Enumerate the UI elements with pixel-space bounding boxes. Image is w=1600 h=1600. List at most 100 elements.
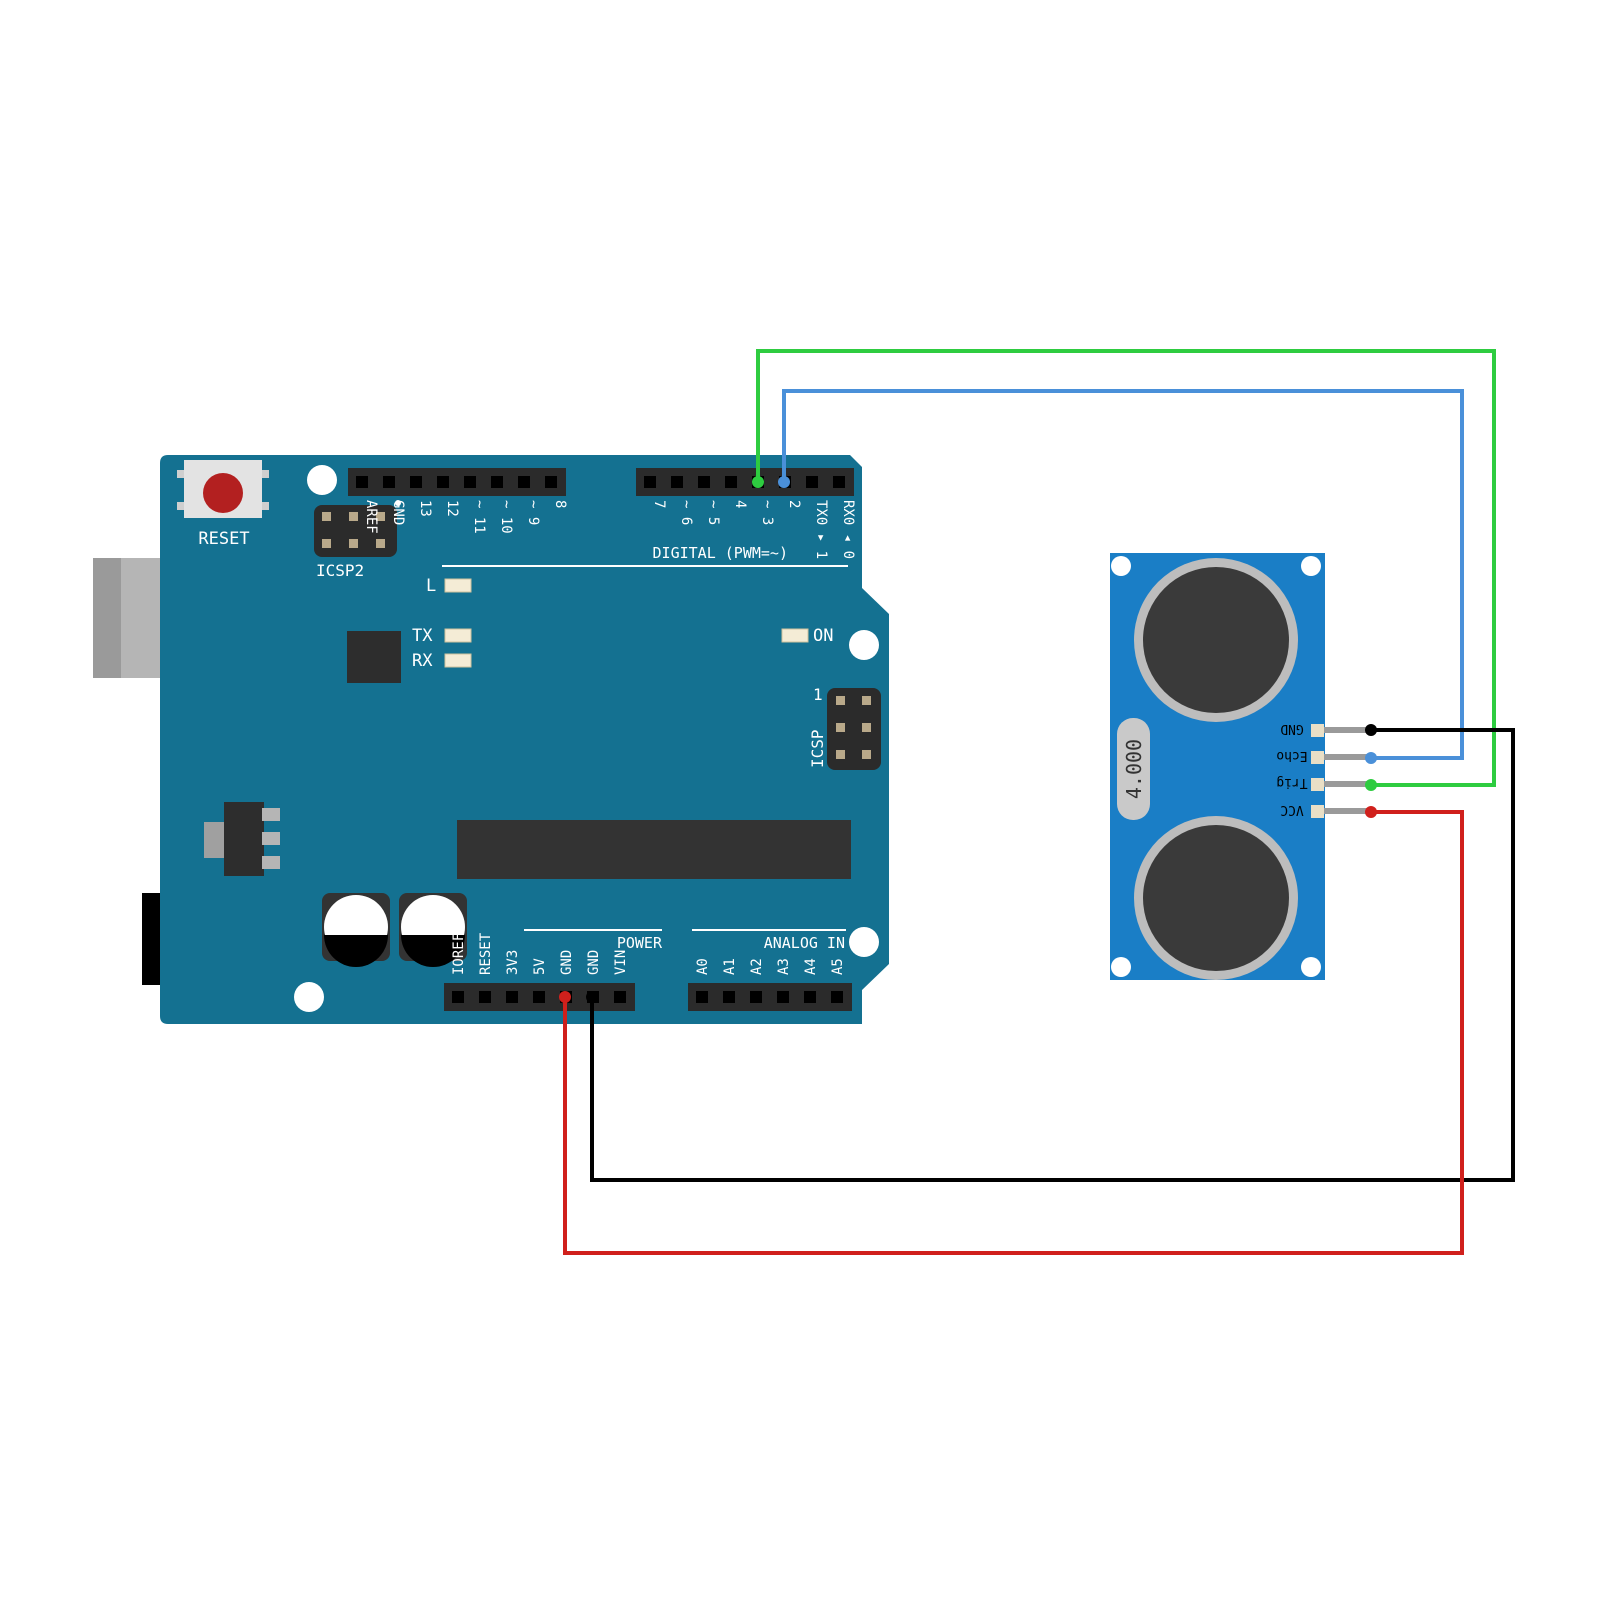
pin-label: 12 bbox=[444, 500, 460, 517]
capacitor bbox=[399, 893, 467, 967]
crystal-oscillator: 4.000 bbox=[1117, 718, 1150, 820]
header-pin[interactable] bbox=[696, 991, 708, 1003]
voltage-regulator bbox=[204, 802, 280, 876]
pin-label: AREF bbox=[363, 500, 379, 534]
led-on bbox=[781, 628, 809, 643]
led-on-label: ON bbox=[813, 626, 833, 646]
pin-label: ~ 9 bbox=[525, 500, 541, 525]
header-pin[interactable] bbox=[698, 476, 710, 488]
sensor-pin[interactable] bbox=[1324, 727, 1371, 733]
led-tx-label: TX bbox=[412, 626, 433, 646]
pin-label: ~ 3 bbox=[759, 500, 775, 525]
header-pin[interactable] bbox=[831, 991, 843, 1003]
icsp2-label: ICSP2 bbox=[316, 561, 364, 580]
pin-label: A0 bbox=[695, 958, 711, 975]
header-pin[interactable] bbox=[644, 476, 656, 488]
mounting-hole bbox=[849, 927, 879, 957]
sensor-pin[interactable] bbox=[1324, 781, 1371, 787]
pin-label: VIN bbox=[613, 950, 629, 975]
sensor-pin-pad bbox=[1311, 805, 1324, 818]
pin-label: 7 bbox=[651, 500, 667, 508]
wire-end-dot bbox=[586, 991, 598, 1003]
header-pin[interactable] bbox=[506, 991, 518, 1003]
pin-label: 3V3 bbox=[505, 950, 521, 975]
header-pin[interactable] bbox=[806, 476, 818, 488]
sensor-mounting-hole bbox=[1301, 957, 1321, 977]
header-pin[interactable] bbox=[479, 991, 491, 1003]
icsp-pin1-label: 1 bbox=[813, 685, 823, 704]
microcontroller-chip bbox=[457, 820, 851, 879]
sensor-pin[interactable] bbox=[1324, 754, 1371, 760]
header-pin[interactable] bbox=[833, 476, 845, 488]
header-pin[interactable] bbox=[383, 476, 395, 488]
led-tx bbox=[444, 628, 472, 643]
sensor-mounting-hole bbox=[1301, 556, 1321, 576]
header-pin[interactable] bbox=[437, 476, 449, 488]
header-pin[interactable] bbox=[464, 476, 476, 488]
pin-label: GND bbox=[586, 950, 602, 975]
pin-label: A4 bbox=[803, 958, 819, 975]
usb-chip bbox=[347, 631, 401, 683]
pin-label: GND bbox=[390, 500, 406, 525]
pin-label: RESET bbox=[478, 932, 494, 975]
sensor-mounting-hole bbox=[1111, 957, 1131, 977]
sensor-pin-pad bbox=[1311, 778, 1324, 791]
header-pin[interactable] bbox=[671, 476, 683, 488]
wire-end-dot bbox=[1365, 724, 1377, 736]
reset-label: RESET bbox=[198, 529, 249, 549]
power-label: POWER bbox=[617, 934, 663, 952]
analog-label: ANALOG IN bbox=[764, 934, 845, 952]
wire-gnd bbox=[590, 728, 1515, 1182]
sensor-pin-label: VCC bbox=[1280, 802, 1303, 817]
led-rx-label: RX bbox=[412, 651, 433, 671]
reset-button[interactable] bbox=[177, 460, 269, 518]
header-pin[interactable] bbox=[533, 991, 545, 1003]
header-pin[interactable] bbox=[545, 476, 557, 488]
led-l bbox=[444, 578, 472, 593]
header-pin[interactable] bbox=[452, 991, 464, 1003]
pin-label: GND bbox=[559, 950, 575, 975]
pin-label: ~ 6 bbox=[678, 500, 694, 525]
header-pin[interactable] bbox=[750, 991, 762, 1003]
pin-label: ~ 5 bbox=[705, 500, 721, 525]
header-body bbox=[348, 468, 566, 496]
board-pcb bbox=[160, 455, 889, 1024]
header-pin[interactable] bbox=[777, 991, 789, 1003]
pin-label: RX0 ◂ 0 bbox=[840, 500, 856, 559]
wire-echo bbox=[782, 389, 1464, 760]
crystal-label: 4.000 bbox=[1122, 739, 1146, 799]
sensor-pin[interactable] bbox=[1324, 808, 1371, 814]
header-pin[interactable] bbox=[356, 476, 368, 488]
wire-end-dot bbox=[559, 991, 571, 1003]
header-pin[interactable] bbox=[410, 476, 422, 488]
icsp-header bbox=[827, 688, 881, 770]
mounting-hole bbox=[849, 630, 879, 660]
header-pin[interactable] bbox=[614, 991, 626, 1003]
wire-trig bbox=[756, 349, 1496, 787]
wire-end-dot bbox=[778, 476, 790, 488]
pin-label: 5V bbox=[532, 958, 548, 975]
header-pin[interactable] bbox=[723, 991, 735, 1003]
header-pin[interactable] bbox=[491, 476, 503, 488]
pin-label: 4 bbox=[732, 500, 748, 508]
header-pin[interactable] bbox=[518, 476, 530, 488]
pin-label: TX0 ▸ 1 bbox=[813, 500, 829, 559]
icsp-label: ICSP bbox=[808, 729, 827, 768]
wire-end-dot bbox=[1365, 752, 1377, 764]
pin-label: A2 bbox=[749, 958, 765, 975]
mounting-hole bbox=[294, 982, 324, 1012]
sensor-pin-pad bbox=[1311, 724, 1324, 737]
pin-label: IOREF bbox=[451, 933, 467, 975]
header-body bbox=[636, 468, 854, 496]
wire-end-dot bbox=[1365, 806, 1377, 818]
header-pin[interactable] bbox=[725, 476, 737, 488]
header-pin[interactable] bbox=[804, 991, 816, 1003]
wire-end-dot bbox=[752, 476, 764, 488]
pin-label: ~ 11 bbox=[471, 500, 487, 534]
pin-label: 8 bbox=[552, 500, 568, 508]
pin-label: 2 bbox=[786, 500, 802, 508]
